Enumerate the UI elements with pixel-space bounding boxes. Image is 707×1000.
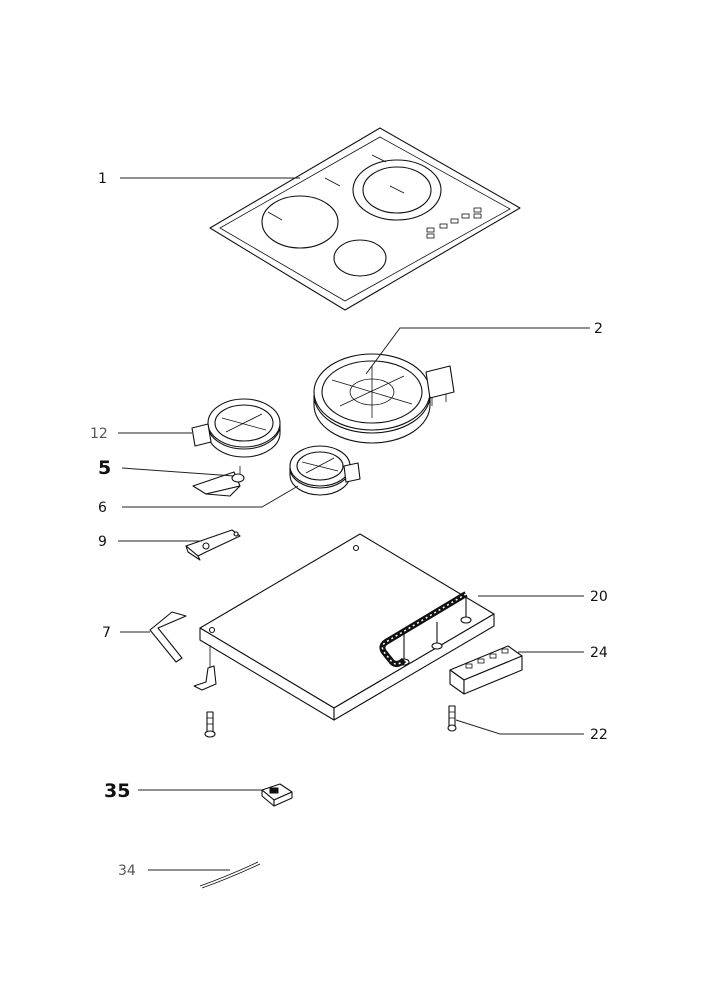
part-1-glass-top (209, 127, 521, 311)
base-tray (193, 533, 495, 721)
callout-35: 35 (104, 780, 130, 802)
callout-12: 12 (90, 426, 108, 442)
part-9-bracket (185, 529, 241, 561)
callout-1: 1 (98, 171, 107, 187)
callout-labels: 1 2 12 5 6 9 20 7 24 22 35 34 (90, 171, 608, 879)
part-24-control-module (449, 645, 523, 695)
part-35-cable-clip (261, 783, 293, 807)
part-34-wire (199, 861, 261, 889)
callout-24: 24 (590, 645, 608, 661)
part-2-large-heating-element (313, 353, 455, 444)
part-6-heating-element (289, 445, 361, 496)
callout-9: 9 (98, 534, 107, 550)
callout-7: 7 (102, 625, 111, 641)
callout-20: 20 (590, 589, 608, 605)
part-7-hex-key (149, 611, 187, 663)
callout-2: 2 (594, 321, 603, 337)
callout-34: 34 (118, 863, 136, 879)
part-22-screw (447, 705, 457, 732)
callout-5: 5 (98, 457, 111, 479)
part-20-gasket (379, 591, 468, 667)
callout-6: 6 (98, 500, 107, 516)
part-12-heating-element (191, 398, 281, 458)
base-screw-left (204, 711, 216, 738)
callout-22: 22 (590, 727, 608, 743)
part-5-clip (192, 466, 245, 497)
leader-lines (118, 177, 590, 871)
